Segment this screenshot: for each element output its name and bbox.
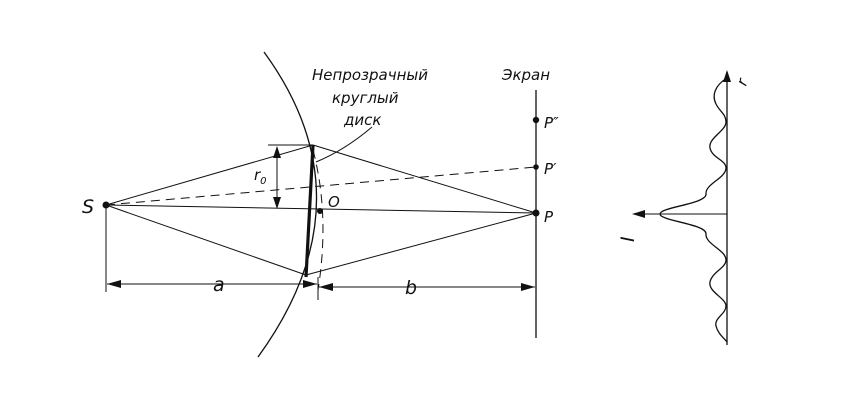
label-source: S: [82, 196, 94, 218]
caption-line-1: Непрозрачный: [312, 66, 428, 84]
ray-source-to-disk-bottom: [105, 204, 307, 276]
label-coord: r: [733, 75, 752, 88]
label-point-p2: P″: [544, 114, 559, 132]
caption-line-3: диск: [343, 111, 381, 129]
label-radius-main: r: [254, 166, 261, 184]
point-p-dot: [532, 209, 540, 217]
dashed-disk-outline: [312, 149, 324, 291]
label-screen: Экран: [501, 66, 550, 84]
ray-disk-top-to-p: [312, 144, 537, 214]
point-p2-dot: [532, 116, 540, 124]
radius-arrow-bottom: [273, 197, 281, 209]
dim-b-arrow-right: [521, 283, 535, 291]
label-point-p: P: [544, 208, 554, 226]
caption-line-2: круглый: [332, 89, 399, 107]
label-radius-sub: 0: [260, 176, 266, 187]
intensity-curve: [659, 77, 728, 343]
center-point: [317, 208, 323, 214]
label-point-p1: P′: [544, 160, 557, 178]
label-center: O: [328, 193, 340, 211]
point-p1-dot: [533, 164, 539, 170]
caption-leader-line: [315, 126, 373, 163]
ray-source-to-disk-top: [105, 144, 314, 206]
label-radius: r0: [254, 166, 267, 187]
dim-b-arrow-left: [319, 283, 333, 291]
dim-a-arrow-right: [303, 280, 317, 288]
source-point: [102, 201, 110, 209]
intensity-direction-arrow: [632, 210, 645, 218]
dim-a-arrow-left: [107, 280, 121, 288]
label-dist-b: b: [405, 277, 417, 299]
radius-arrow-top: [273, 146, 281, 158]
ray-disk-bottom-to-p: [305, 212, 537, 276]
opaque-disk: [304, 144, 315, 278]
dashed-line-to-p-prime: [105, 166, 537, 206]
label-intensity: I: [617, 236, 639, 242]
label-dist-a: a: [213, 274, 225, 296]
wavefront-arc: [257, 51, 318, 358]
